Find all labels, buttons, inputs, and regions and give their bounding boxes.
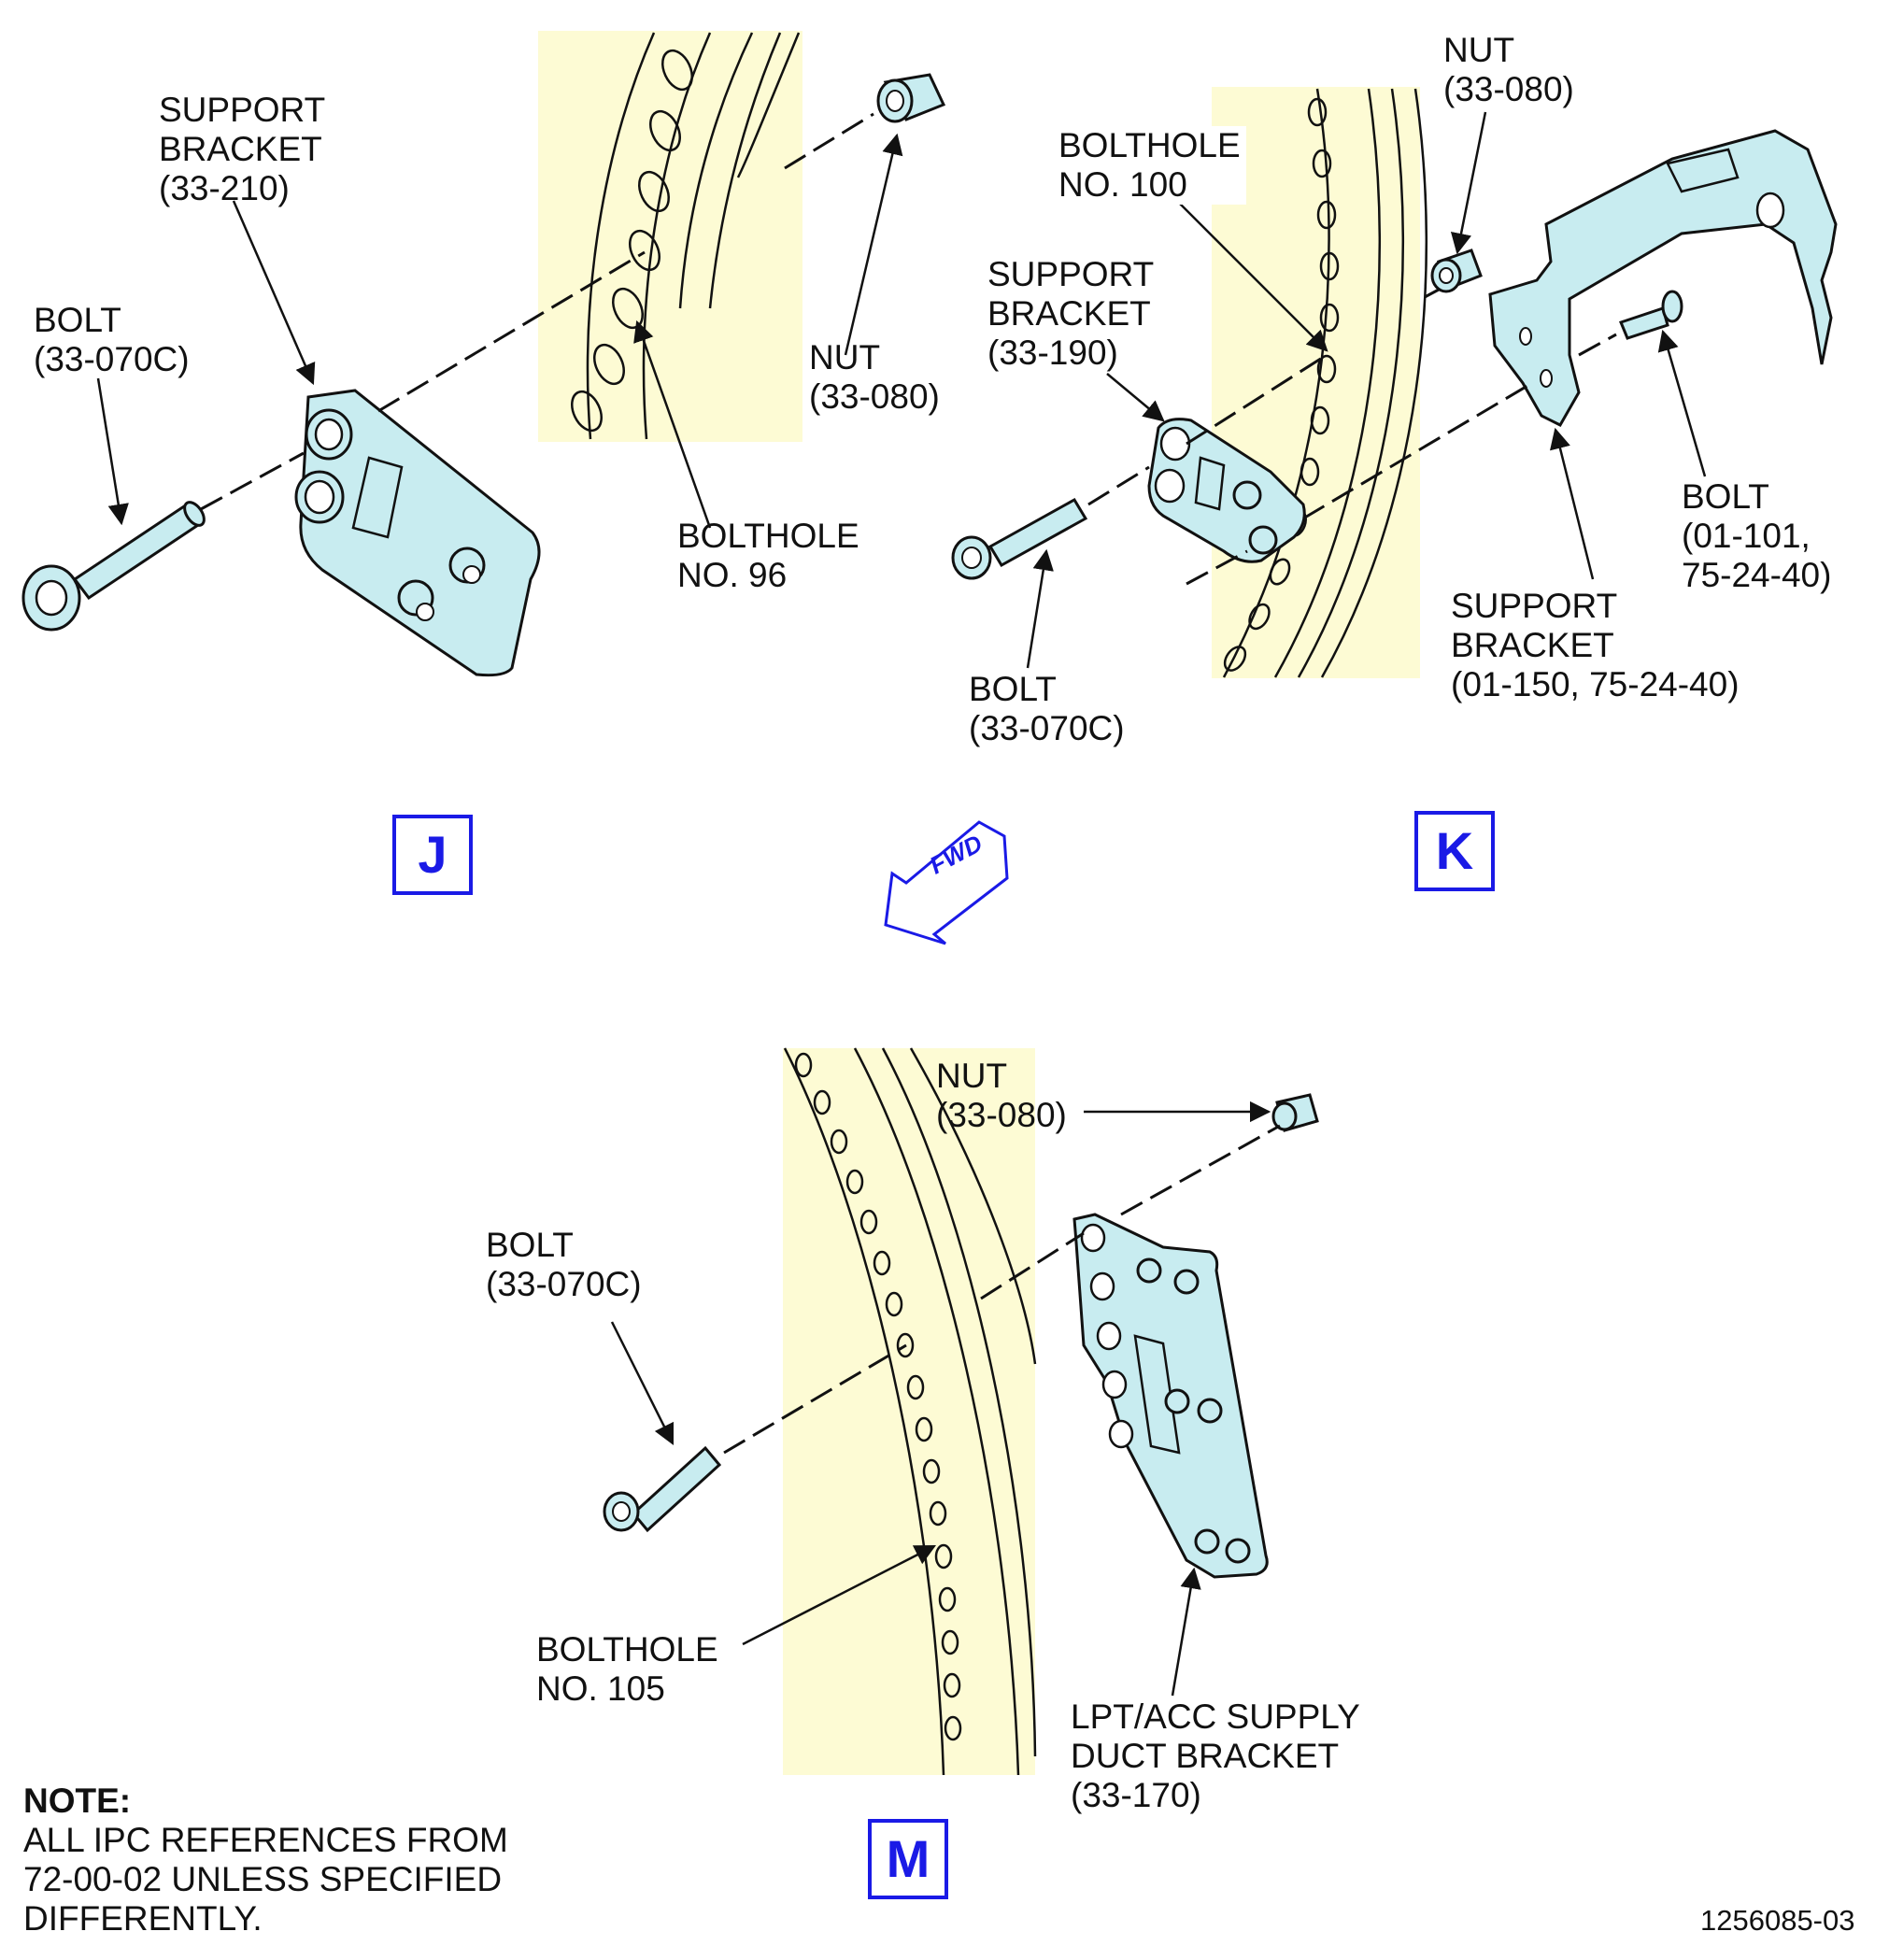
label-line: NO. 105: [536, 1669, 665, 1708]
view-k-bolt-b-label: BOLT (01-101, 75-24-40): [1682, 477, 1831, 595]
view-j-nut-label: NUT (33-080): [809, 338, 940, 417]
view-k-leaders: [1026, 111, 1707, 669]
view-m-duct-bracket-label: LPT/ACC SUPPLY DUCT BRACKET (33-170): [1071, 1697, 1360, 1815]
view-k-nut-label: NUT (33-080): [1443, 31, 1574, 109]
view-m-leaders: [610, 1101, 1271, 1697]
label-line: NO. 96: [677, 556, 788, 594]
view-j-leaders: [96, 133, 903, 529]
label-line: BOLT: [34, 301, 121, 339]
label-line: (33-080): [1443, 70, 1574, 108]
view-j-flange: [538, 31, 802, 442]
note-block: NOTE: ALL IPC REFERENCES FROM 72-00-02 U…: [23, 1782, 508, 1939]
label-line: BOLT: [969, 670, 1057, 708]
view-m-tag: M: [868, 1819, 948, 1899]
view-m-flange: [783, 1047, 1037, 1776]
label-line: BRACKET: [987, 294, 1151, 333]
label-line: (33-080): [809, 377, 940, 416]
view-k-support-bracket-b-label: SUPPORT BRACKET (01-150, 75-24-40): [1451, 587, 1740, 704]
view-j-nut-part: [876, 73, 946, 123]
label-line: SUPPORT: [159, 91, 326, 129]
view-m-bolt-label: BOLT (33-070C): [486, 1226, 642, 1304]
view-k-nut-part: [1430, 249, 1483, 293]
view-k-support-bracket-b-part: [1488, 129, 1838, 427]
view-m-bolt-part: [603, 1445, 722, 1533]
label-line: BOLT: [486, 1226, 574, 1264]
label-line: (33-210): [159, 169, 290, 207]
label-line: BOLTHOLE: [677, 517, 859, 555]
view-k-centerlines: [1087, 288, 1617, 586]
label-line: BRACKET: [1451, 626, 1614, 664]
view-j-bolt-part: [21, 501, 206, 632]
view-m-bolthole-label: BOLTHOLE NO. 105: [536, 1630, 718, 1709]
view-j-support-bracket-label: SUPPORT BRACKET (33-210): [159, 91, 325, 208]
view-k-support-bracket-a-part: [1147, 418, 1306, 563]
view-j-support-bracket-part: [294, 389, 541, 677]
view-j-centerline: [200, 112, 874, 511]
figure-number: 1256085-03: [1700, 1904, 1855, 1937]
label-line: 75-24-40): [1682, 556, 1832, 594]
view-m-centerline: [723, 1124, 1281, 1455]
label-line: BOLTHOLE: [536, 1630, 718, 1669]
label-line: (33-190): [987, 334, 1118, 372]
view-k-bolt-a-label: BOLT (33-070C): [969, 670, 1125, 748]
label-line: SUPPORT: [987, 255, 1155, 293]
view-m-nut-part: [1271, 1093, 1319, 1132]
label-line: BOLTHOLE: [1058, 126, 1241, 164]
label-line: BRACKET: [159, 130, 322, 168]
label-line: (33-070C): [969, 709, 1125, 747]
label-line: NUT: [936, 1057, 1008, 1095]
label-line: NUT: [809, 338, 881, 376]
note-heading: NOTE:: [23, 1782, 132, 1820]
label-line: (33-070C): [486, 1265, 642, 1303]
view-j-bolt-label: BOLT (33-070C): [34, 301, 190, 379]
label-line: (01-150, 75-24-40): [1451, 665, 1740, 703]
view-k-support-bracket-a-label: SUPPORT BRACKET (33-190): [987, 255, 1154, 373]
label-line: (33-170): [1071, 1776, 1201, 1814]
fwd-arrow-icon: [884, 820, 1009, 945]
view-m-duct-bracket-part: [1072, 1213, 1269, 1579]
note-line: ALL IPC REFERENCES FROM: [23, 1821, 508, 1859]
view-k-bolt-a-part: [951, 497, 1088, 580]
label-line: NO. 100: [1058, 165, 1187, 204]
label-line: DUCT BRACKET: [1071, 1737, 1340, 1775]
view-k-bolthole-label: BOLTHOLE NO. 100: [1058, 126, 1246, 205]
view-k-bolt-b-part: [1619, 290, 1683, 340]
view-m-nut-label: NUT (33-080): [936, 1057, 1067, 1135]
label-line: (33-070C): [34, 340, 190, 378]
view-j-tag: J: [392, 815, 473, 895]
label-line: BOLT: [1682, 477, 1769, 516]
label-line: SUPPORT: [1451, 587, 1618, 625]
note-line: 72-00-02 UNLESS SPECIFIED: [23, 1860, 503, 1898]
label-line: LPT/ACC SUPPLY: [1071, 1697, 1360, 1736]
note-line: DIFFERENTLY.: [23, 1899, 263, 1938]
label-line: (01-101,: [1682, 517, 1811, 555]
view-k-tag: K: [1414, 811, 1495, 891]
label-line: NUT: [1443, 31, 1515, 69]
view-j-bolthole-label: BOLTHOLE NO. 96: [677, 517, 859, 595]
view-k-flange: [1212, 87, 1428, 678]
label-line: (33-080): [936, 1096, 1067, 1134]
